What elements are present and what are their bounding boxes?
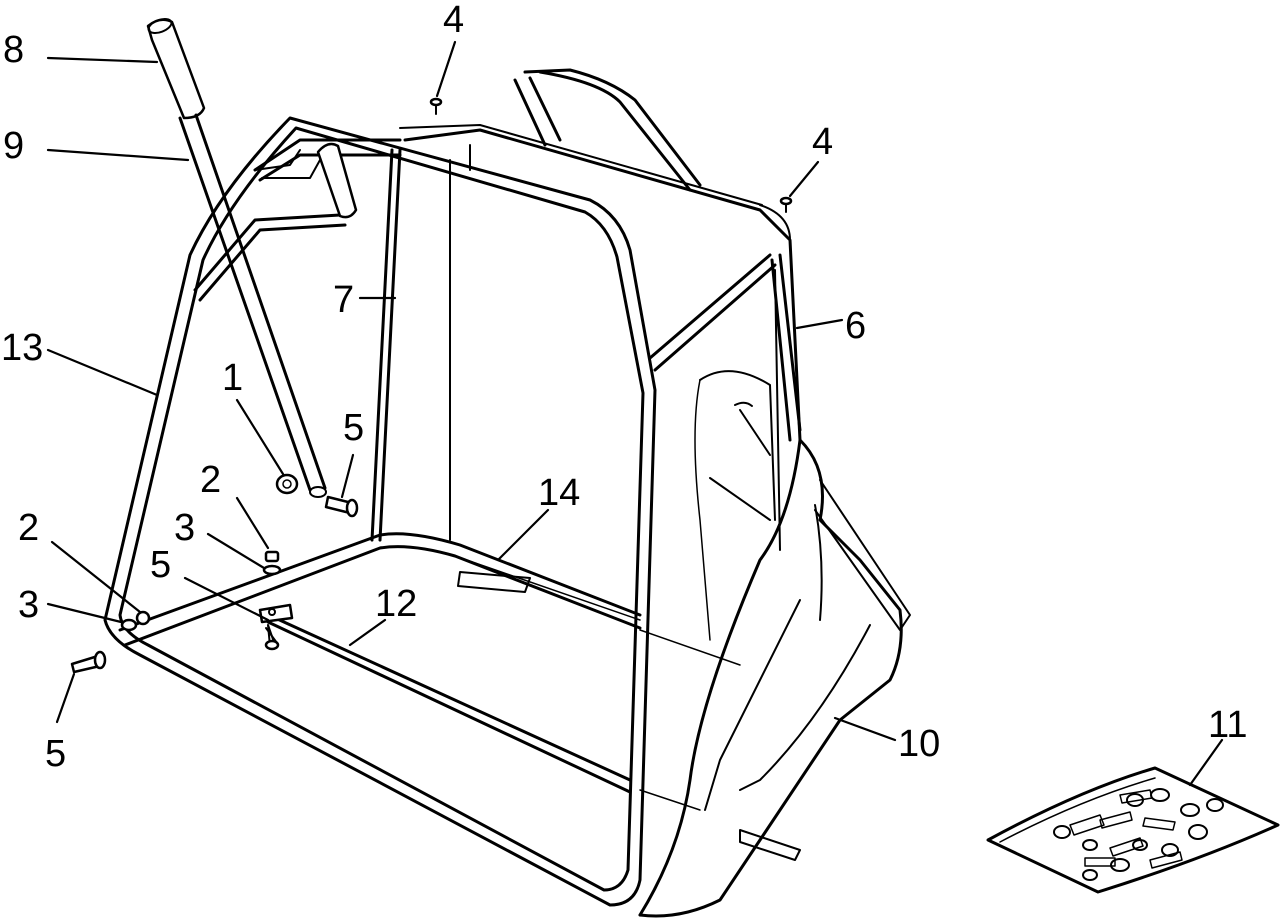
handle-bar: [146, 18, 358, 498]
callout-14: 14: [538, 472, 580, 514]
front-frame: [103, 116, 802, 907]
callout-4-right: 4: [812, 121, 833, 163]
callout-11: 11: [1208, 704, 1247, 746]
hardware: [70, 97, 793, 674]
callout-13: 13: [1, 327, 43, 369]
callouts: 8 9 13 1 5 2 3 5 2 3 5 4 4 7 6 14 12 10 …: [1, 0, 1247, 775]
callout-2-mid: 2: [200, 459, 221, 501]
callout-2-left: 2: [18, 507, 39, 549]
callout-3-left: 3: [18, 584, 39, 626]
callout-5-middle: 5: [150, 544, 171, 586]
leader-lines: [46, 40, 1224, 787]
hardware-bag: [986, 766, 1280, 894]
callout-5-upper: 5: [343, 407, 364, 449]
callout-6: 6: [845, 305, 866, 347]
callout-4-top: 4: [443, 0, 464, 41]
cross-bar-14: [454, 555, 641, 621]
callout-10: 10: [898, 723, 940, 765]
callout-9: 9: [3, 125, 24, 167]
grass-bag: [399, 124, 911, 918]
callout-7: 7: [333, 279, 354, 321]
callout-1: 1: [222, 357, 243, 399]
cross-bar-12: [258, 603, 632, 794]
callout-12: 12: [375, 583, 417, 625]
rear-handle: [513, 68, 702, 192]
callout-3-mid: 3: [174, 507, 195, 549]
callout-8: 8: [3, 29, 24, 71]
callout-5-lower: 5: [45, 733, 66, 775]
